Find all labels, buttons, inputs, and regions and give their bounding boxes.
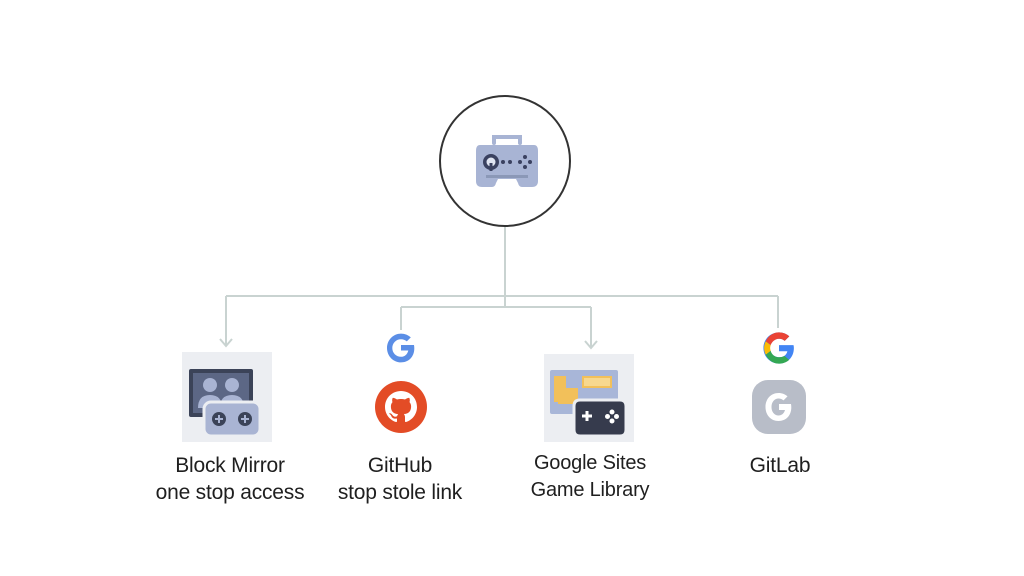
arrowhead-google-sites: [584, 340, 598, 350]
google-sites-label: Google Sites Game Library: [490, 450, 690, 504]
block-mirror-label: Block Mirror one stop access: [130, 452, 330, 506]
label-line: Google Sites: [533, 452, 647, 474]
label-line: GitHub: [367, 454, 433, 477]
gamepad-icon: [476, 135, 538, 187]
google-sites-tile[interactable]: [544, 354, 634, 442]
gitlab-g-icon[interactable]: [751, 379, 807, 435]
github-icon[interactable]: [374, 380, 428, 434]
label-line: Game Library: [530, 479, 650, 501]
arrowhead-block-mirror: [219, 338, 233, 348]
google-g-icon: [763, 332, 794, 364]
label-line: one stop access: [155, 481, 305, 504]
sites-gamepad-icon: [550, 370, 628, 438]
users-gamepad-icon: [189, 369, 262, 438]
google-g-icon: [387, 333, 415, 363]
label-line: stop stole link: [337, 481, 463, 504]
block-mirror-tile[interactable]: [182, 352, 272, 442]
label-line: GitLab: [749, 454, 811, 477]
hub-node: [439, 95, 571, 227]
label-line: Block Mirror: [175, 454, 285, 477]
gitlab-label: GitLab: [720, 452, 840, 479]
github-label: GitHub stop stole link: [305, 452, 495, 506]
